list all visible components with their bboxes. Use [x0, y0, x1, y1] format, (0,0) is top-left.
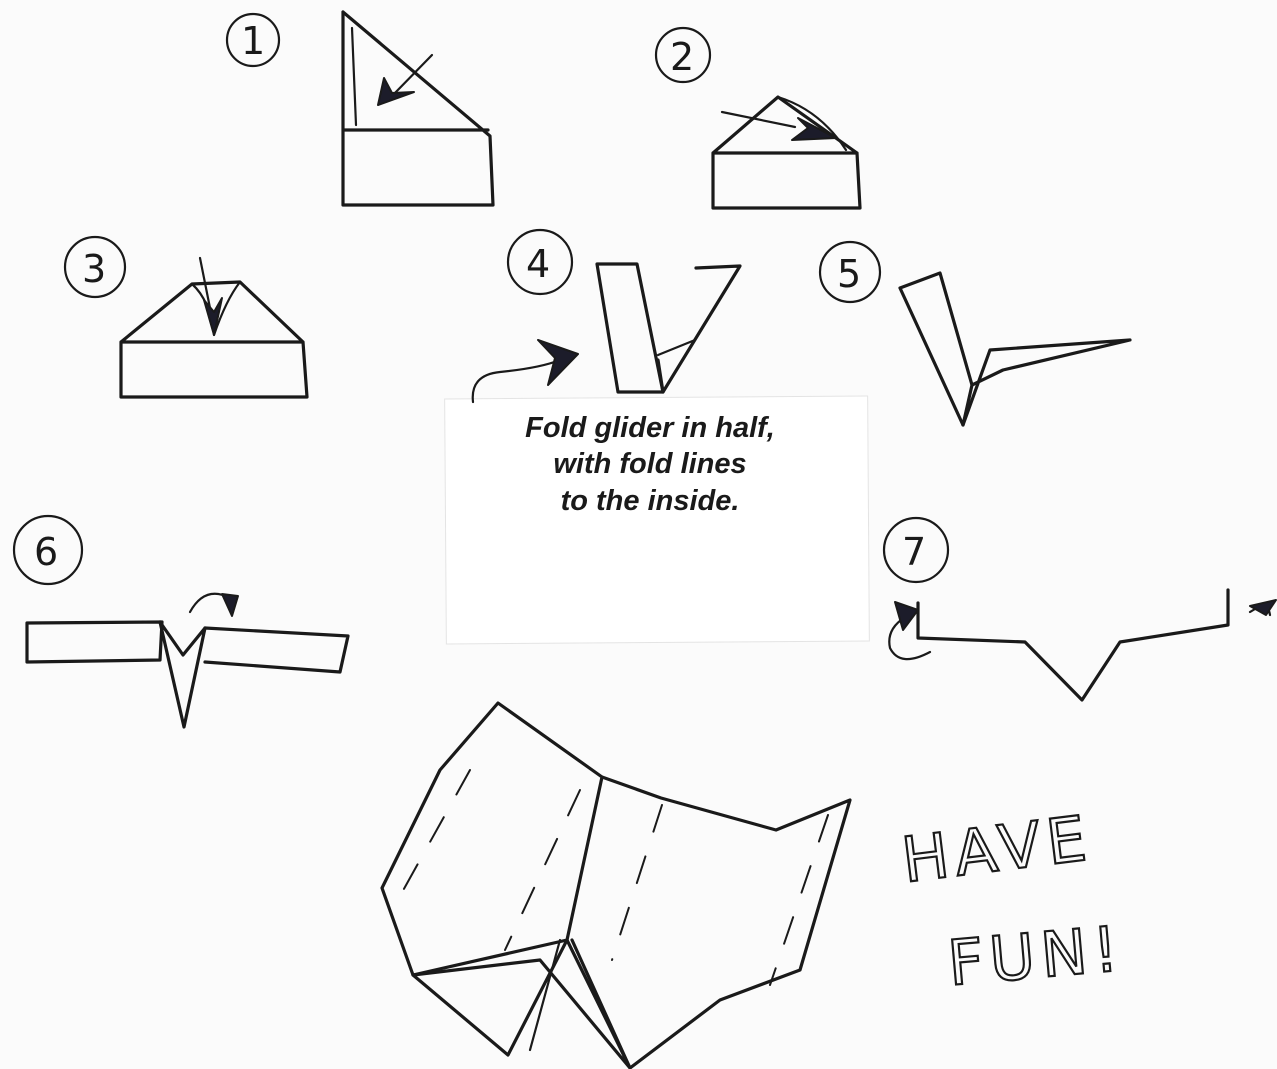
- step-7-number: 7: [902, 530, 926, 574]
- finished-glider: [382, 703, 850, 1068]
- closing-message: HAVE FUN!: [898, 801, 1127, 1000]
- glider-body: [413, 940, 630, 1068]
- step-7-right-arrow-icon: [1250, 600, 1276, 615]
- step-6: 6: [14, 516, 348, 727]
- step-2: 2: [656, 28, 860, 208]
- step-6-arrow-icon: [222, 594, 238, 616]
- step-6-right-wing: [205, 628, 348, 672]
- step-5-number: 5: [837, 252, 861, 296]
- step-1-number: 1: [241, 19, 265, 63]
- step-6-body: [160, 622, 205, 727]
- glider-right-wing: [572, 777, 850, 1068]
- step-1: 1: [227, 12, 493, 205]
- step-5-body: [900, 273, 972, 425]
- step-7-left-arrow-icon: [895, 602, 918, 630]
- step-4: 4: [473, 230, 740, 402]
- step-3-number: 3: [82, 247, 106, 291]
- step-6-left-wing: [27, 622, 162, 662]
- step-4-arrow-icon: [538, 340, 578, 385]
- step-4-left-panel: [597, 264, 663, 392]
- step-1-paper: [343, 12, 493, 205]
- step-2-number: 2: [670, 35, 694, 79]
- step-7: 7: [884, 518, 1276, 700]
- step-3: 3: [65, 237, 307, 397]
- step-5: 5: [820, 242, 1130, 425]
- glider-left-wing: [382, 703, 602, 975]
- step-3-paper: [121, 282, 307, 397]
- step-7-profile: [918, 590, 1228, 700]
- closing-line-2: FUN!: [945, 912, 1127, 1000]
- step-6-number: 6: [34, 530, 58, 574]
- step-4-fold-arc: [473, 360, 560, 402]
- step-4-number: 4: [526, 242, 550, 286]
- closing-line-1: HAVE: [898, 801, 1096, 897]
- step-3-arrow-icon: [204, 298, 222, 335]
- step-4-right-panel: [658, 266, 740, 392]
- step-5-wing: [963, 340, 1130, 425]
